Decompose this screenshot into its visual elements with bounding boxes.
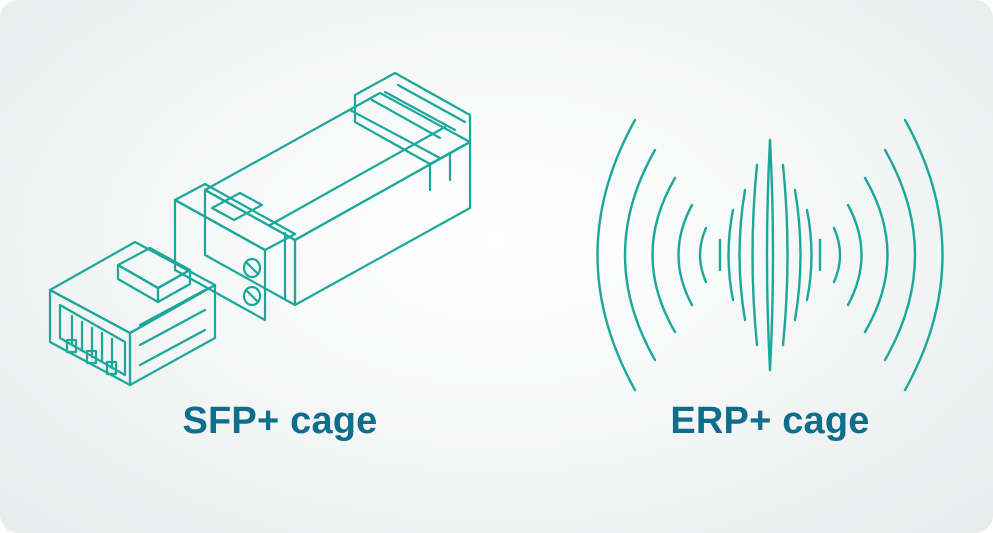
sound-wave-icon xyxy=(596,118,944,392)
sfp-cage-label: SFP+ cage xyxy=(182,400,378,442)
erp-cage-label: ERP+ cage xyxy=(670,400,870,442)
sfp-module-icon xyxy=(48,71,472,387)
